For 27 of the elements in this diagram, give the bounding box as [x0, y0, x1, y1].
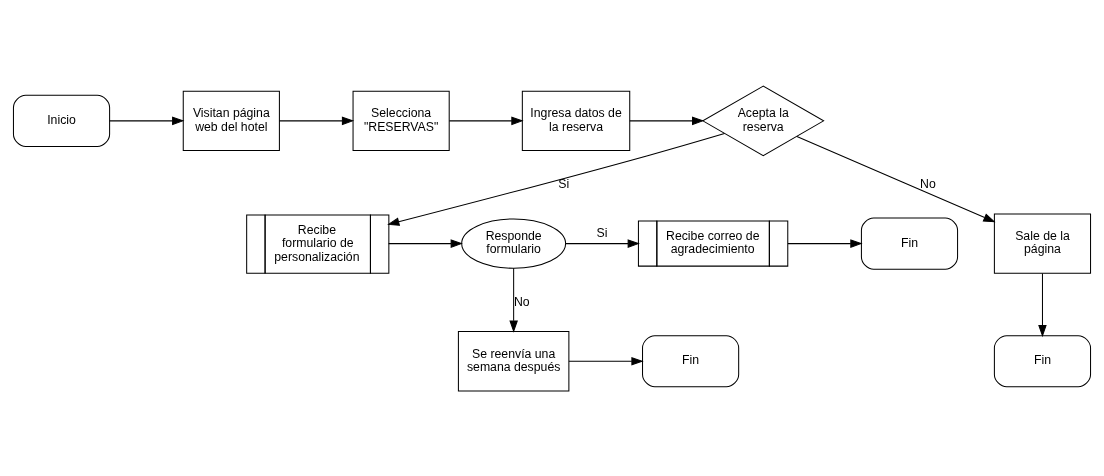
- edge-label: Si: [596, 225, 608, 240]
- arrow: [388, 238, 463, 248]
- edge-label: Si: [558, 176, 570, 191]
- node-diamond: Acepta la reserva: [701, 85, 825, 156]
- edge-label: No: [513, 294, 530, 309]
- node-box: Fin: [860, 217, 959, 270]
- arrow: [109, 116, 185, 125]
- node-box: Visitan página web del hotel: [182, 90, 280, 151]
- node-ellipse: Responde formulario: [461, 217, 567, 269]
- node-box: Selecciona "RESERVAS": [352, 90, 450, 151]
- arrow: [565, 238, 640, 248]
- node-box: Inicio: [12, 94, 111, 147]
- node-box: Se reenvía una semana después: [457, 330, 570, 391]
- node-box: Fin: [993, 334, 1092, 387]
- arrow: [1038, 272, 1047, 337]
- arrow: [387, 132, 725, 226]
- arrow: [448, 116, 524, 125]
- arrow: [509, 267, 518, 333]
- node-box: Ingresa datos de la reserva: [521, 90, 631, 151]
- arrow: [278, 116, 355, 125]
- node-box: Fin: [642, 334, 740, 387]
- arrow: [787, 238, 863, 248]
- edge-label: No: [920, 176, 936, 191]
- arrow: [568, 356, 644, 366]
- arrow: [796, 135, 996, 222]
- node-box: Sale de la página: [993, 212, 1092, 274]
- arrow: [629, 116, 705, 125]
